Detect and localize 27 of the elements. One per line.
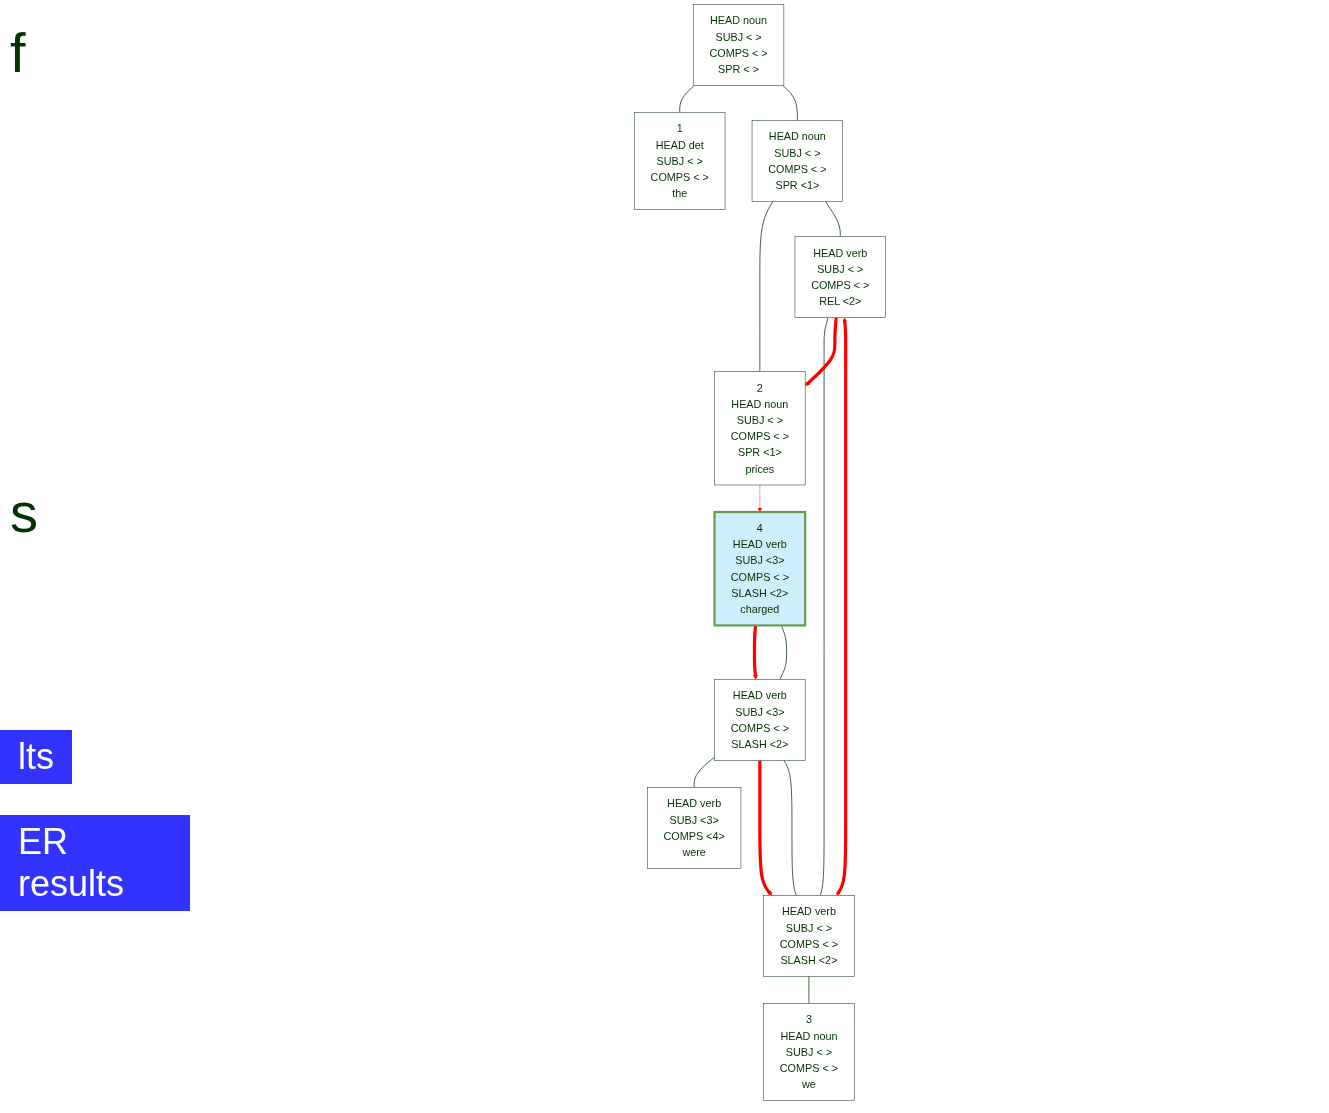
node-box: 2 HEAD noun SUBJ < > COMPS < > SPR <1> prices <box>713 371 805 486</box>
connector <box>758 201 773 372</box>
node-box: HEAD verb SUBJ < > COMPS < > SLASH <2> <box>762 895 854 977</box>
node-box: HEAD verb SUBJ < > COMPS < > REL <2> <box>794 236 886 318</box>
connector <box>808 976 809 1004</box>
connector <box>824 201 841 237</box>
node-box: 3 HEAD noun SUBJ < > COMPS < > we <box>762 1003 854 1101</box>
node-box: HEAD verb SUBJ <3> COMPS < > SLASH <2> <box>713 679 805 761</box>
result-button: ER results <box>0 815 190 911</box>
connector <box>778 625 787 680</box>
node-box: HEAD noun SUBJ < > COMPS < > SPR < > <box>692 4 784 86</box>
connector <box>693 756 715 788</box>
arrow <box>752 625 758 680</box>
connector <box>781 84 798 121</box>
slide-text: f <box>10 20 26 85</box>
arrow <box>757 760 772 896</box>
arrow <box>835 317 847 896</box>
node-box: HEAD noun SUBJ < > COMPS < > SPR <1> <box>751 120 843 202</box>
slide-text: s <box>10 480 38 545</box>
node-box: 1 HEAD det SUBJ < > COMPS < > the <box>633 112 725 210</box>
result-button: lts <box>0 730 72 784</box>
arrow <box>804 317 838 387</box>
connector <box>678 84 695 113</box>
node-box: 4 HEAD verb SUBJ <3> COMPS < > SLASH <2> charged <box>712 510 806 627</box>
connector <box>819 317 829 896</box>
node-box: HEAD verb SUBJ <3> COMPS <4> were <box>646 787 741 869</box>
connector <box>783 760 797 896</box>
